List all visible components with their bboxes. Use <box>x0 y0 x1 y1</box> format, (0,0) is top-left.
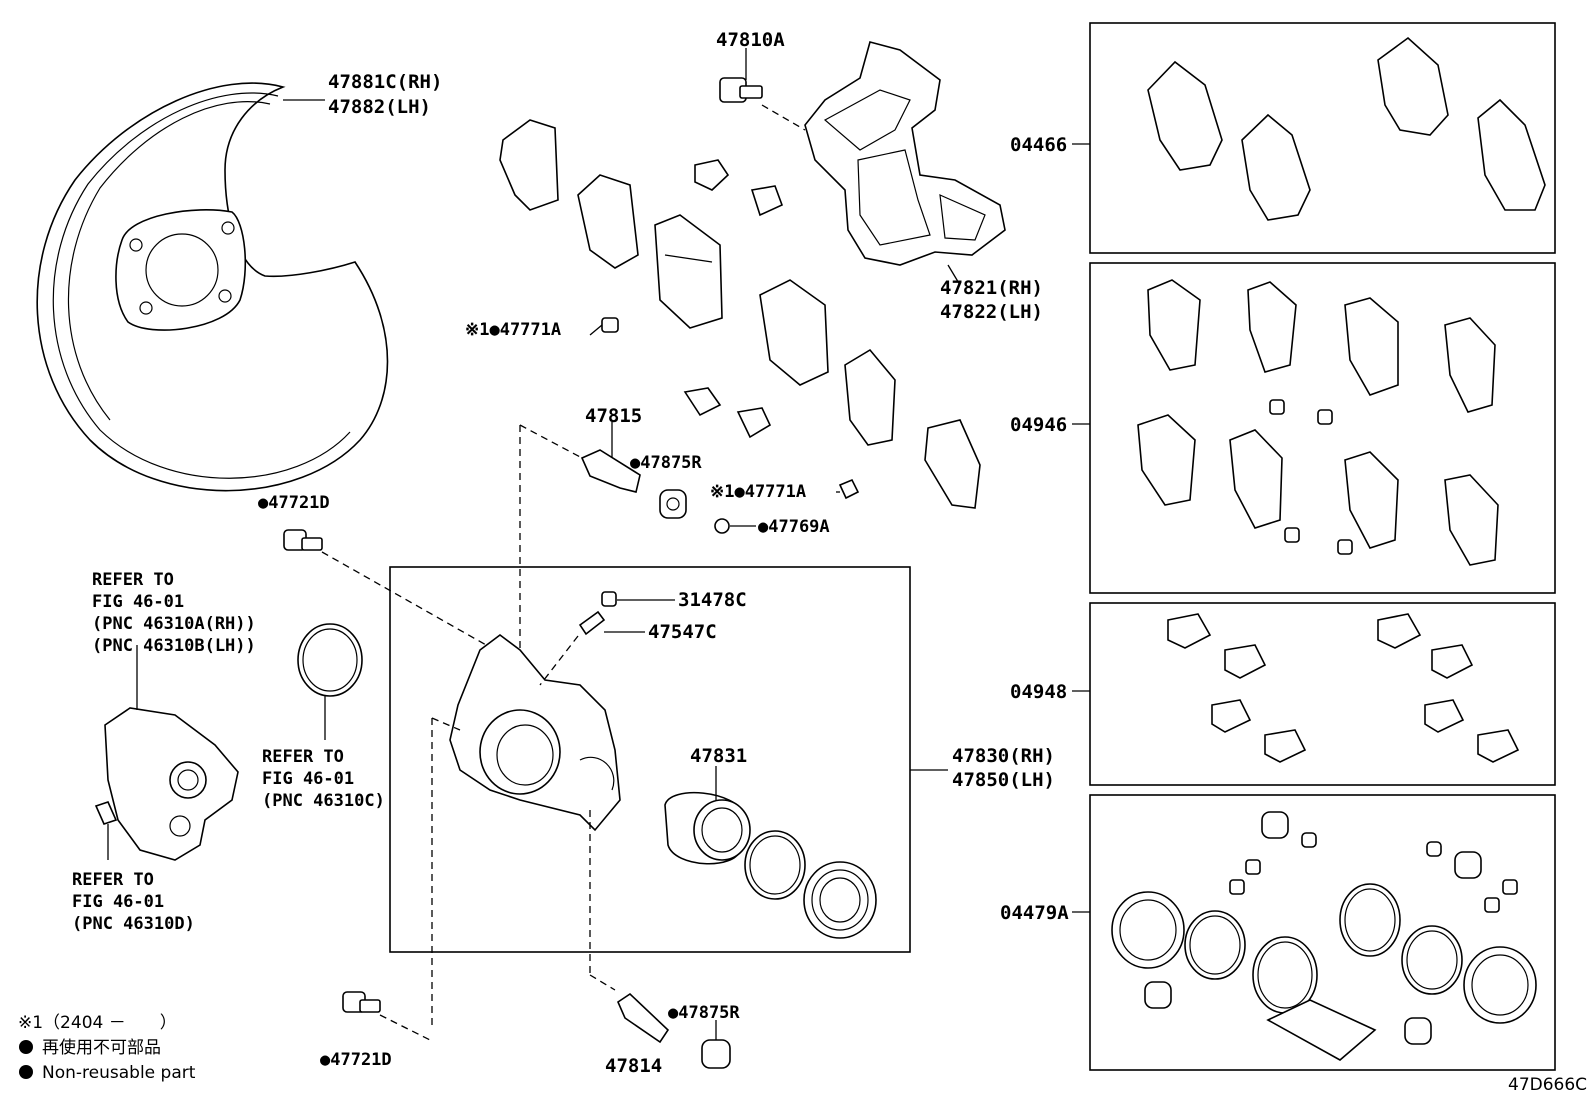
ref-motor-line-4: (PNC 46310B(LH)) <box>92 636 256 656</box>
legend: ※1（2404 － ） 再使用不可部品 Non-reusable part <box>18 1013 196 1083</box>
label-47721D-bottom: ●47721D <box>320 1050 392 1070</box>
label-47830: 47830(RH) <box>952 745 1055 767</box>
label-47771A-top: ※1●47771A <box>465 320 561 340</box>
label-47831: 47831 <box>690 745 747 767</box>
bleeder-drawing <box>539 591 617 686</box>
legend-non-reusable-en: Non-reusable part <box>42 1063 196 1083</box>
bolt-47810A-drawing <box>719 77 806 131</box>
pad-shims-drawing <box>499 119 981 509</box>
label-47882: 47882(LH) <box>328 96 431 118</box>
ref-motor-line-2: FIG 46-01 <box>92 592 184 612</box>
label-47850: 47850(LH) <box>952 769 1055 791</box>
label-47875R-top: ●47875R <box>630 453 702 473</box>
ref-ring-line-3: (PNC 46310C) <box>262 791 385 811</box>
ref-bolt-line-2: FIG 46-01 <box>72 892 164 912</box>
bolt-47721D-top-drawing <box>283 529 496 651</box>
ref-bolt-line-3: (PNC 46310D) <box>72 914 195 934</box>
label-47875R-bottom: ●47875R <box>668 1003 740 1023</box>
kit-04948-clips <box>1167 613 1520 763</box>
kit-04466-pads <box>1147 36 1546 221</box>
kit-box-04948 <box>1089 602 1556 786</box>
ref-motor-line-3: (PNC 46310A(RH)) <box>92 614 256 634</box>
label-47821: 47821(RH) <box>940 277 1043 299</box>
guide-pin-47815-drawing <box>519 424 860 655</box>
guide-pin-47814-drawing <box>616 992 731 1069</box>
label-47810A: 47810A <box>716 29 785 51</box>
piston-drawing <box>664 766 751 865</box>
label-47822: 47822(LH) <box>940 301 1043 323</box>
label-47881C: 47881C(RH) <box>328 71 442 93</box>
label-kit-04948: 04948 <box>1010 681 1067 703</box>
label-47721D-top: ●47721D <box>258 493 330 513</box>
kit-box-04946 <box>1089 262 1556 594</box>
leader-lines <box>283 48 1090 913</box>
bolt-47721D-bottom-drawing <box>342 991 431 1041</box>
reference-ring: REFER TO FIG 46-01 (PNC 46310C) <box>262 747 385 811</box>
kit-box-04479A <box>1089 794 1556 1071</box>
ref-bolt-line-1: REFER TO <box>72 870 154 890</box>
label-47769A: ●47769A <box>758 517 830 537</box>
parking-motor-drawing <box>94 645 239 861</box>
piston-boot-drawing <box>803 861 877 939</box>
legend-non-reusable-jp: 再使用不可部品 <box>42 1037 161 1058</box>
label-31478C: 31478C <box>678 589 747 611</box>
label-kit-04479A: 04479A <box>1000 902 1069 924</box>
reference-motor: REFER TO FIG 46-01 (PNC 46310A(RH)) (PNC… <box>92 570 256 656</box>
caliper-bracket-drawing <box>804 41 1006 266</box>
legend-note-1: ※1（2404 － ） <box>18 1013 177 1033</box>
ref-ring-line-1: REFER TO <box>262 747 344 767</box>
kit-04479A-seals <box>1111 811 1537 1061</box>
label-47814: 47814 <box>605 1055 662 1077</box>
caliper-assembly-frame <box>389 566 911 953</box>
legend-bullet-jp <box>19 1040 33 1054</box>
dust-shield-drawing <box>36 82 389 492</box>
reference-bolt: REFER TO FIG 46-01 (PNC 46310D) <box>72 870 195 934</box>
diagram-code: 47D666C <box>1508 1075 1587 1095</box>
ref-ring-line-2: FIG 46-01 <box>262 769 354 789</box>
caliper-body-drawing <box>431 634 621 1025</box>
piston-seal-drawing <box>744 830 806 900</box>
label-47771A-mid: ※1●47771A <box>710 482 806 502</box>
label-kit-04946: 04946 <box>1010 414 1067 436</box>
legend-bullet-en <box>19 1065 33 1079</box>
o-ring-drawing <box>297 623 363 740</box>
kit-04946-shims <box>1137 279 1499 566</box>
label-kit-04466: 04466 <box>1010 134 1067 156</box>
label-47547C: 47547C <box>648 621 717 643</box>
label-47815: 47815 <box>585 405 642 427</box>
ref-motor-line-1: REFER TO <box>92 570 174 590</box>
kit-box-04466 <box>1089 22 1556 254</box>
